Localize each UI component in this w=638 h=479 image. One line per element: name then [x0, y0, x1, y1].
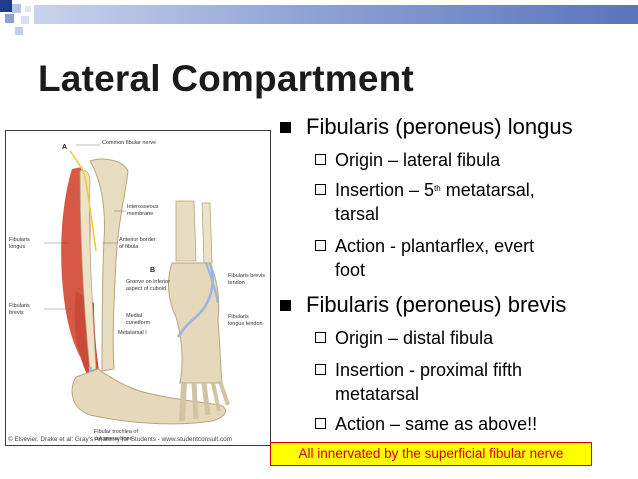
corner-square [21, 16, 29, 24]
panel-a-label: A [62, 144, 68, 151]
header-bar [34, 5, 638, 24]
origin-text: Origin – lateral fibula [335, 150, 501, 170]
tibia-bone [89, 158, 129, 372]
innervation-note: All innervated by the superficial fibula… [270, 442, 592, 466]
origin-text: Origin – distal fibula [335, 328, 494, 348]
fibula-bone [79, 170, 97, 372]
corner-square [25, 6, 31, 12]
toe [201, 382, 211, 416]
panel-b-label: B [150, 267, 156, 274]
tibia-fibula-lower [175, 200, 197, 262]
anatomy-figure: A B Common fibular nerve Interosseous me… [5, 130, 271, 446]
toe [211, 382, 221, 412]
image-credit: © Elsevier. Drake et al: Gray's Anatomy … [8, 436, 233, 443]
label-interosseous-membrane: Interosseous membrane [127, 204, 159, 217]
hollow-square-bullet-icon [315, 332, 326, 343]
corner-square [12, 4, 21, 13]
label-fibular-trochlea: Fibular trochlea of calcaneus bone [94, 429, 139, 442]
label-medial-cuneiform: Medial cuneiform [126, 313, 151, 326]
leg-illustration [44, 144, 230, 425]
corner-square [15, 27, 23, 35]
fibula-lower [201, 202, 213, 264]
label-fibularis-brevis: Fibularis brevis [9, 303, 30, 316]
corner-square [5, 14, 14, 23]
hollow-square-bullet-icon [315, 364, 326, 375]
hollow-square-bullet-icon [315, 240, 326, 251]
muscle-name: Fibularis (peroneus) brevis [306, 292, 567, 317]
label-groove-cuboid: Groove on inferior aspect of cuboid [126, 279, 171, 292]
label-fibularis-longus-tendon: Fibularis longus tendon [228, 314, 263, 327]
square-bullet-icon [280, 300, 291, 311]
brevis-tendon-b [204, 262, 220, 304]
label-anterior-border-fibula: Anterior border of fibula [119, 237, 156, 250]
square-bullet-icon [280, 122, 291, 133]
foot-b-bones [168, 262, 223, 384]
label-common-fibular-nerve: Common fibular nerve [102, 140, 157, 146]
hollow-square-bullet-icon [315, 418, 326, 429]
toe [191, 382, 199, 420]
action-text: Action – same as above!! [335, 414, 538, 434]
header-decoration [0, 0, 638, 35]
muscle-name: Fibularis (peroneus) longus [306, 114, 573, 139]
slide-title: Lateral Compartment [38, 58, 414, 99]
toe [218, 380, 230, 406]
label-metatarsal-i: Metatarsal I [118, 330, 147, 336]
foot-bones [71, 368, 227, 425]
label-fibularis-brevis-tendon: Fibularis brevis tendon [228, 273, 265, 286]
common-fibular-nerve [69, 150, 97, 252]
corner-square [0, 0, 12, 12]
hollow-square-bullet-icon [315, 154, 326, 165]
toe [179, 382, 187, 422]
insertion-text: Insertion – 5th metatarsal,tarsal [335, 180, 535, 224]
label-fibularis-longus: Fibularis longus [9, 237, 30, 250]
hollow-square-bullet-icon [315, 184, 326, 195]
